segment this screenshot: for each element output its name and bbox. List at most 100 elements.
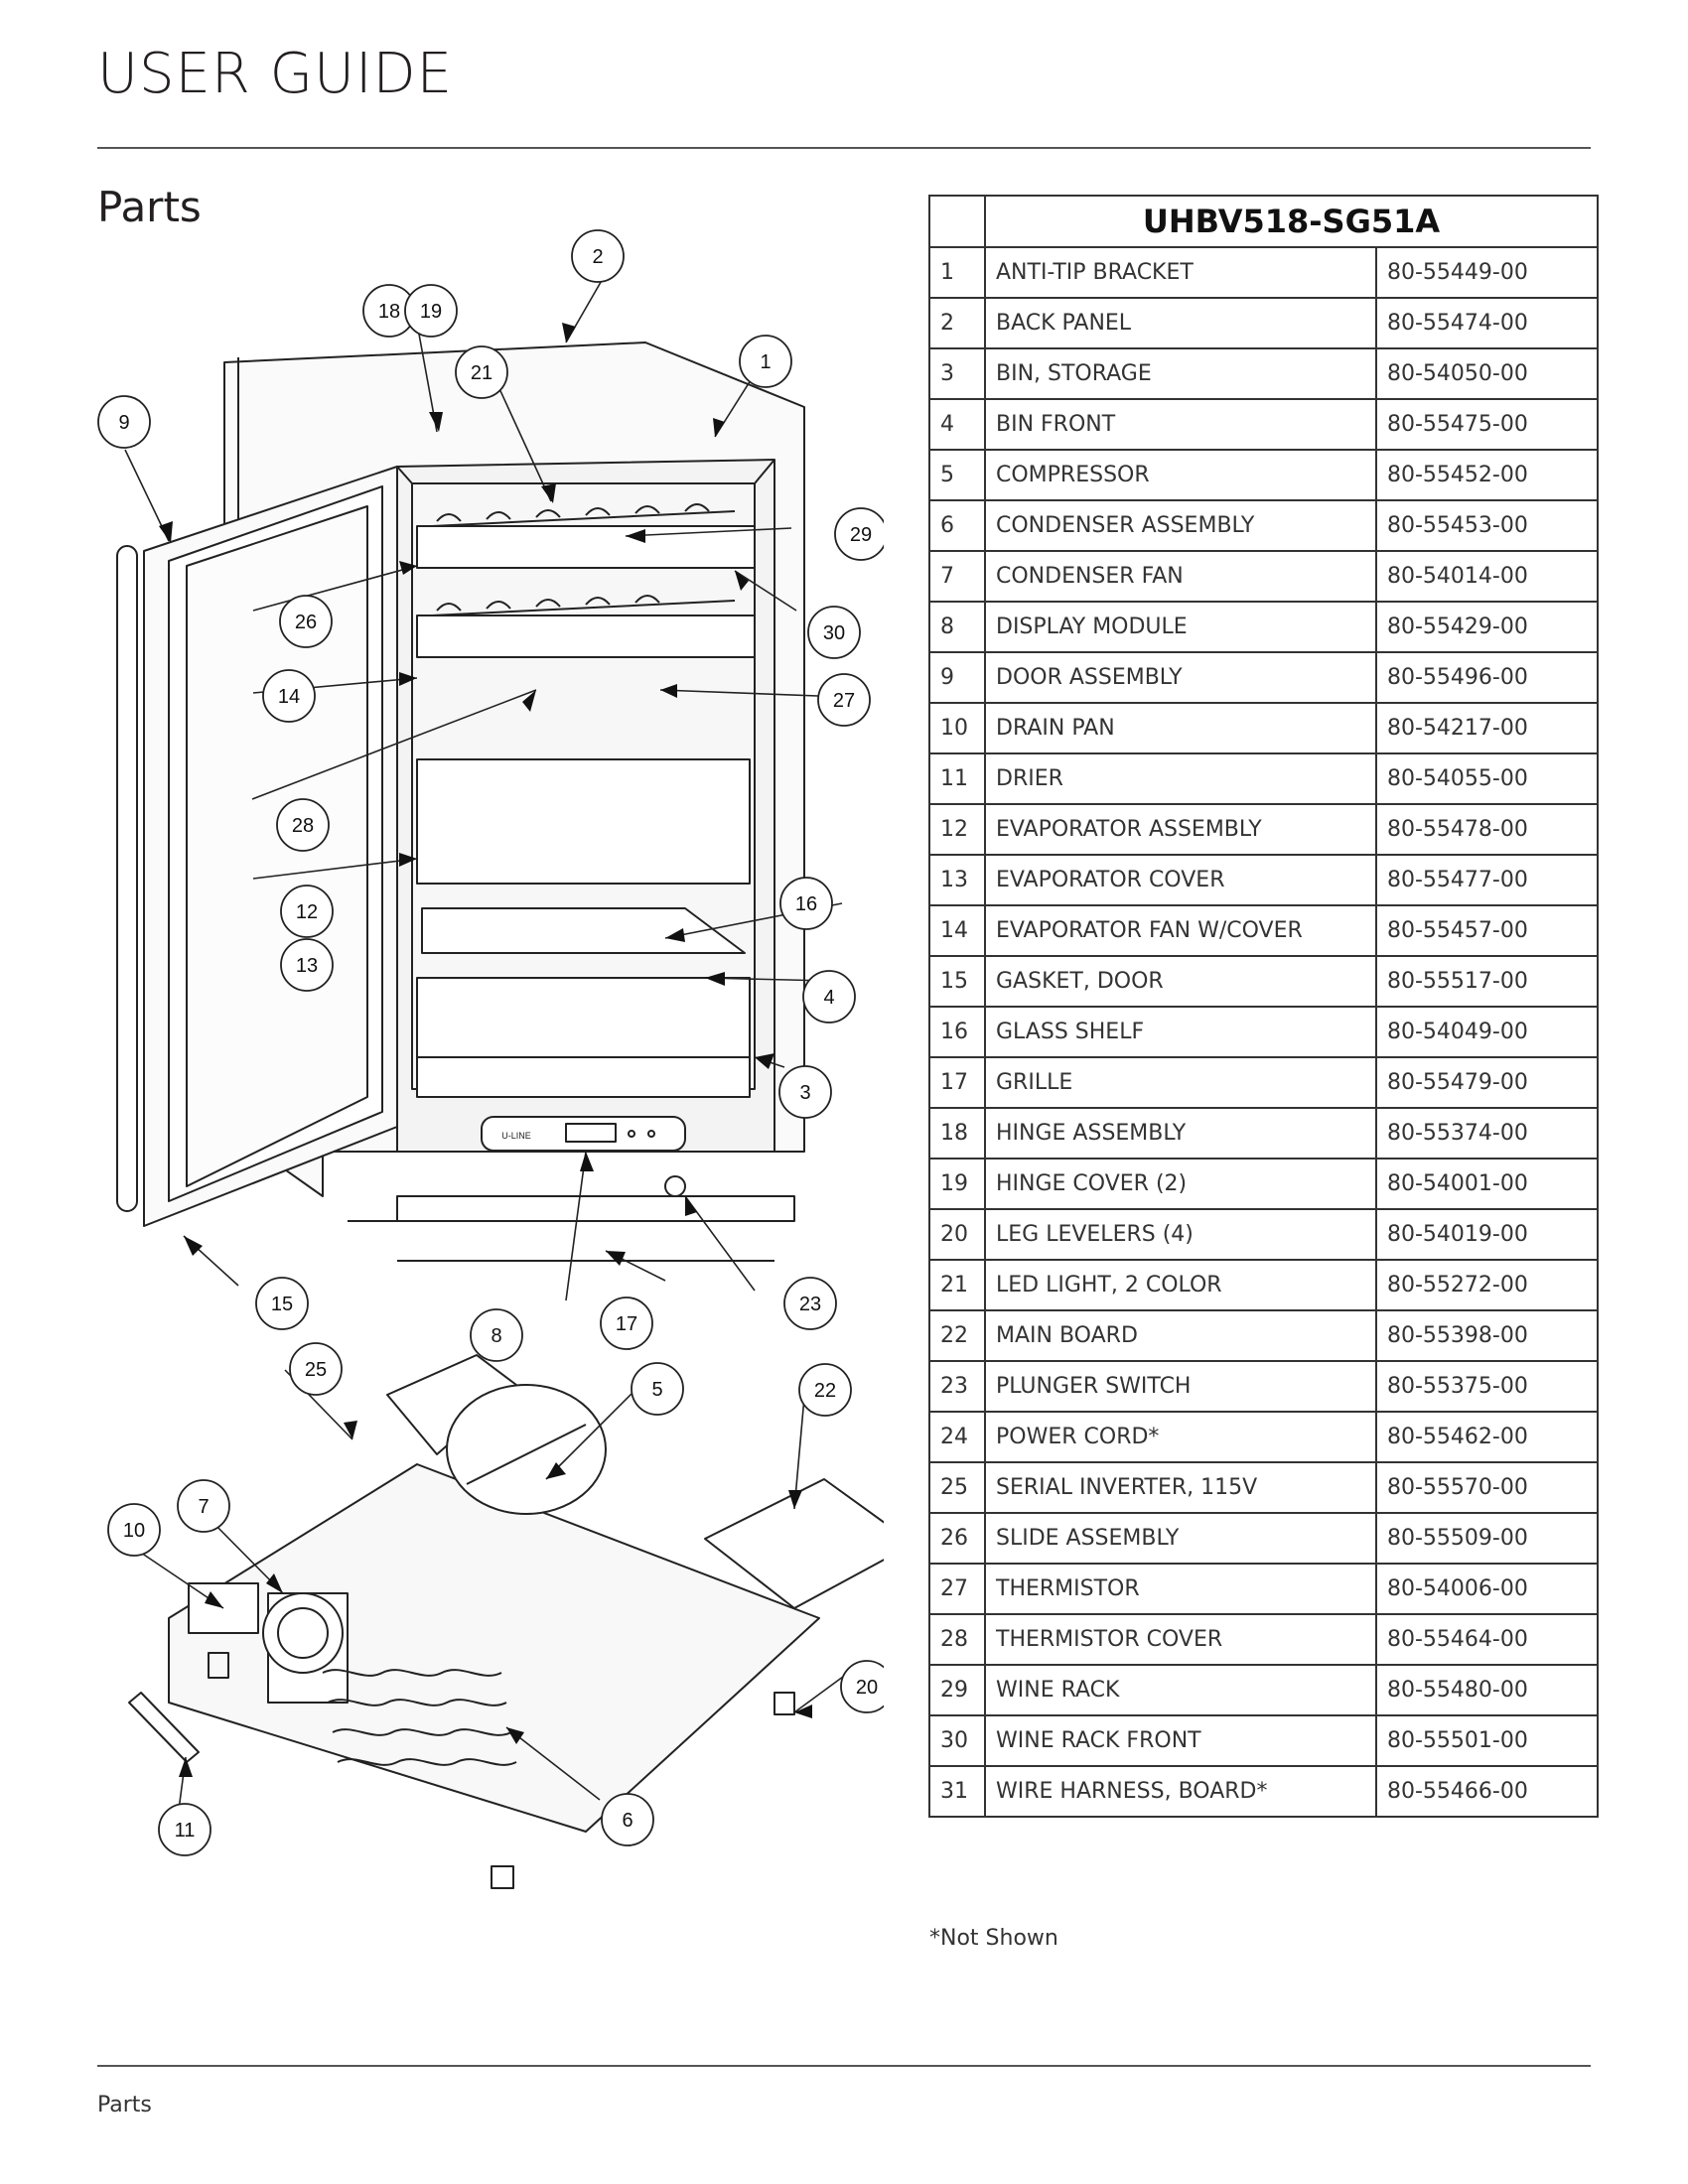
callout-label: 10 (123, 1520, 145, 1542)
part-description: THERMISTOR (984, 1563, 1377, 1615)
part-description: DOOR ASSEMBLY (984, 651, 1377, 704)
part-number-index: 20 (928, 1208, 986, 1261)
part-number-index: 3 (928, 347, 986, 400)
part-description: BIN FRONT (984, 398, 1377, 451)
part-number: 80-55475-00 (1375, 398, 1599, 451)
callout-label: 20 (856, 1677, 878, 1699)
part-description: WINE RACK (984, 1664, 1377, 1716)
part-description: DISPLAY MODULE (984, 601, 1377, 653)
callout-label: 29 (850, 524, 872, 546)
part-description: BIN, STORAGE (984, 347, 1377, 400)
part-number: 80-55474-00 (1375, 297, 1599, 349)
part-number: 80-54014-00 (1375, 550, 1599, 603)
part-number-index: 26 (928, 1512, 986, 1565)
callout-label: 18 (378, 301, 400, 323)
footnote: *Not Shown (929, 1926, 1058, 1951)
part-number: 80-55375-00 (1375, 1360, 1599, 1413)
part-number-index: 15 (928, 955, 986, 1008)
part-number: 80-55479-00 (1375, 1056, 1599, 1109)
callout-label: 28 (292, 815, 314, 837)
callout-label: 14 (278, 686, 300, 708)
part-number: 80-54050-00 (1375, 347, 1599, 400)
part-description: DRAIN PAN (984, 702, 1377, 754)
callout-label: 1 (760, 351, 771, 373)
part-description: GASKET, DOOR (984, 955, 1377, 1008)
part-number: 80-54001-00 (1375, 1158, 1599, 1210)
part-number-index: 25 (928, 1461, 986, 1514)
callout-label: 6 (622, 1810, 633, 1832)
callout-label: 26 (295, 612, 317, 633)
part-description: EVAPORATOR ASSEMBLY (984, 803, 1377, 856)
part-number-index: 16 (928, 1006, 986, 1058)
part-number: 80-55496-00 (1375, 651, 1599, 704)
part-number: 80-55509-00 (1375, 1512, 1599, 1565)
part-description: BACK PANEL (984, 297, 1377, 349)
model-number: UHBV518-SG51A (984, 195, 1599, 248)
callout-label: 13 (296, 955, 318, 977)
part-number-index: 30 (928, 1714, 986, 1767)
part-number-index: 7 (928, 550, 986, 603)
part-number-index: 11 (928, 752, 986, 805)
part-number-index: 24 (928, 1411, 986, 1463)
part-description: HINGE ASSEMBLY (984, 1107, 1377, 1160)
part-description: EVAPORATOR COVER (984, 854, 1377, 906)
part-description: GLASS SHELF (984, 1006, 1377, 1058)
door-drawing (116, 466, 398, 1227)
callout-label: 30 (823, 622, 845, 644)
part-description: ANTI-TIP BRACKET (984, 246, 1377, 299)
part-number-index: 19 (928, 1158, 986, 1210)
callout-label: 15 (271, 1294, 293, 1315)
part-number: 80-54049-00 (1375, 1006, 1599, 1058)
part-number-index: 13 (928, 854, 986, 906)
callout-label: 2 (592, 246, 603, 268)
part-number-index: 31 (928, 1765, 986, 1818)
part-description: CONDENSER FAN (984, 550, 1377, 603)
table-header-row: UHBV518-SG51A (928, 195, 1599, 248)
section-title: Parts (97, 183, 202, 231)
part-description: CONDENSER ASSEMBLY (984, 499, 1377, 552)
arrowheads (159, 323, 812, 1777)
part-number-index: 28 (928, 1613, 986, 1666)
part-number: 80-55429-00 (1375, 601, 1599, 653)
part-number-index: 10 (928, 702, 986, 754)
part-number: 80-55570-00 (1375, 1461, 1599, 1514)
part-description: EVAPORATOR FAN W/COVER (984, 904, 1377, 957)
part-description: DRIER (984, 752, 1377, 805)
part-description: GRILLE (984, 1056, 1377, 1109)
part-number: 80-55457-00 (1375, 904, 1599, 957)
part-number-index: 4 (928, 398, 986, 451)
part-description: HINGE COVER (2) (984, 1158, 1377, 1210)
callout-label: 19 (420, 301, 442, 323)
part-number-index: 18 (928, 1107, 986, 1160)
part-description: SLIDE ASSEMBLY (984, 1512, 1377, 1565)
part-number: 80-55480-00 (1375, 1664, 1599, 1716)
part-number-index: 9 (928, 651, 986, 704)
callout-label: 8 (491, 1325, 501, 1347)
part-number: 80-55501-00 (1375, 1714, 1599, 1767)
part-number: 80-55374-00 (1375, 1107, 1599, 1160)
part-description: WINE RACK FRONT (984, 1714, 1377, 1767)
part-number: 80-55272-00 (1375, 1259, 1599, 1311)
part-number: 80-55478-00 (1375, 803, 1599, 856)
part-number-index: 29 (928, 1664, 986, 1716)
header-rule (97, 147, 1591, 149)
part-number: 80-55453-00 (1375, 499, 1599, 552)
parts-diagram: U-LINE (97, 229, 884, 1889)
callout-label: 16 (795, 893, 817, 915)
part-number: 80-55477-00 (1375, 854, 1599, 906)
